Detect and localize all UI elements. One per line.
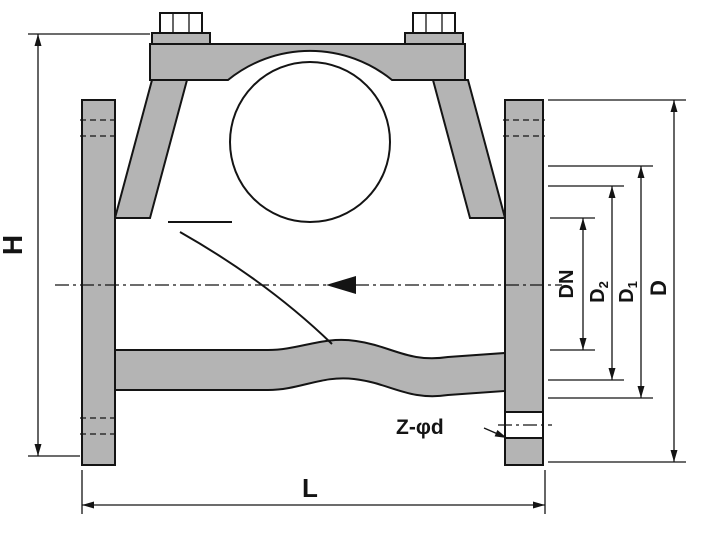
disc-chamber-circle — [229, 61, 391, 223]
bolt-right-nut — [412, 12, 456, 34]
dim-H: H — [0, 33, 150, 457]
callout-bolt-holes: Z-φd — [396, 416, 508, 439]
dim-L: L — [81, 470, 546, 514]
dim-label-D: D — [646, 280, 671, 296]
right-flange — [504, 99, 544, 466]
left-flange — [81, 99, 116, 466]
dim-label-D2-base: D — [587, 288, 609, 302]
dim-label-D2: D2 — [587, 281, 611, 303]
dimensions: H L DN D2 D1 — [0, 33, 686, 514]
bolt-right-washer — [404, 32, 464, 45]
bottom-wall — [114, 339, 506, 398]
bonnet-cover — [149, 43, 466, 81]
disc-arc — [179, 231, 333, 345]
dim-label-L: L — [302, 473, 318, 503]
neck-right — [431, 79, 507, 219]
dim-label-D1-sub: 1 — [625, 281, 640, 288]
dim-label-D1: D1 — [616, 281, 640, 303]
dim-label-DN: DN — [556, 270, 578, 299]
bolt-left-nut — [159, 12, 203, 34]
dim-label-D1-base: D — [616, 288, 638, 302]
dim-label-Zphid: Z-φd — [396, 416, 444, 439]
dim-label-D2-sub: 2 — [596, 281, 611, 288]
dim-D1: D1 — [548, 165, 653, 399]
dim-D: D — [548, 99, 686, 463]
valve-body — [55, 12, 562, 466]
dim-DN: DN — [550, 217, 595, 351]
neck-left — [113, 79, 189, 219]
callout-leader — [483, 427, 508, 439]
flow-arrow — [326, 276, 356, 294]
dim-label-H: H — [0, 235, 28, 255]
bolt-left-washer — [151, 32, 211, 45]
dim-D2: D2 — [548, 185, 624, 381]
